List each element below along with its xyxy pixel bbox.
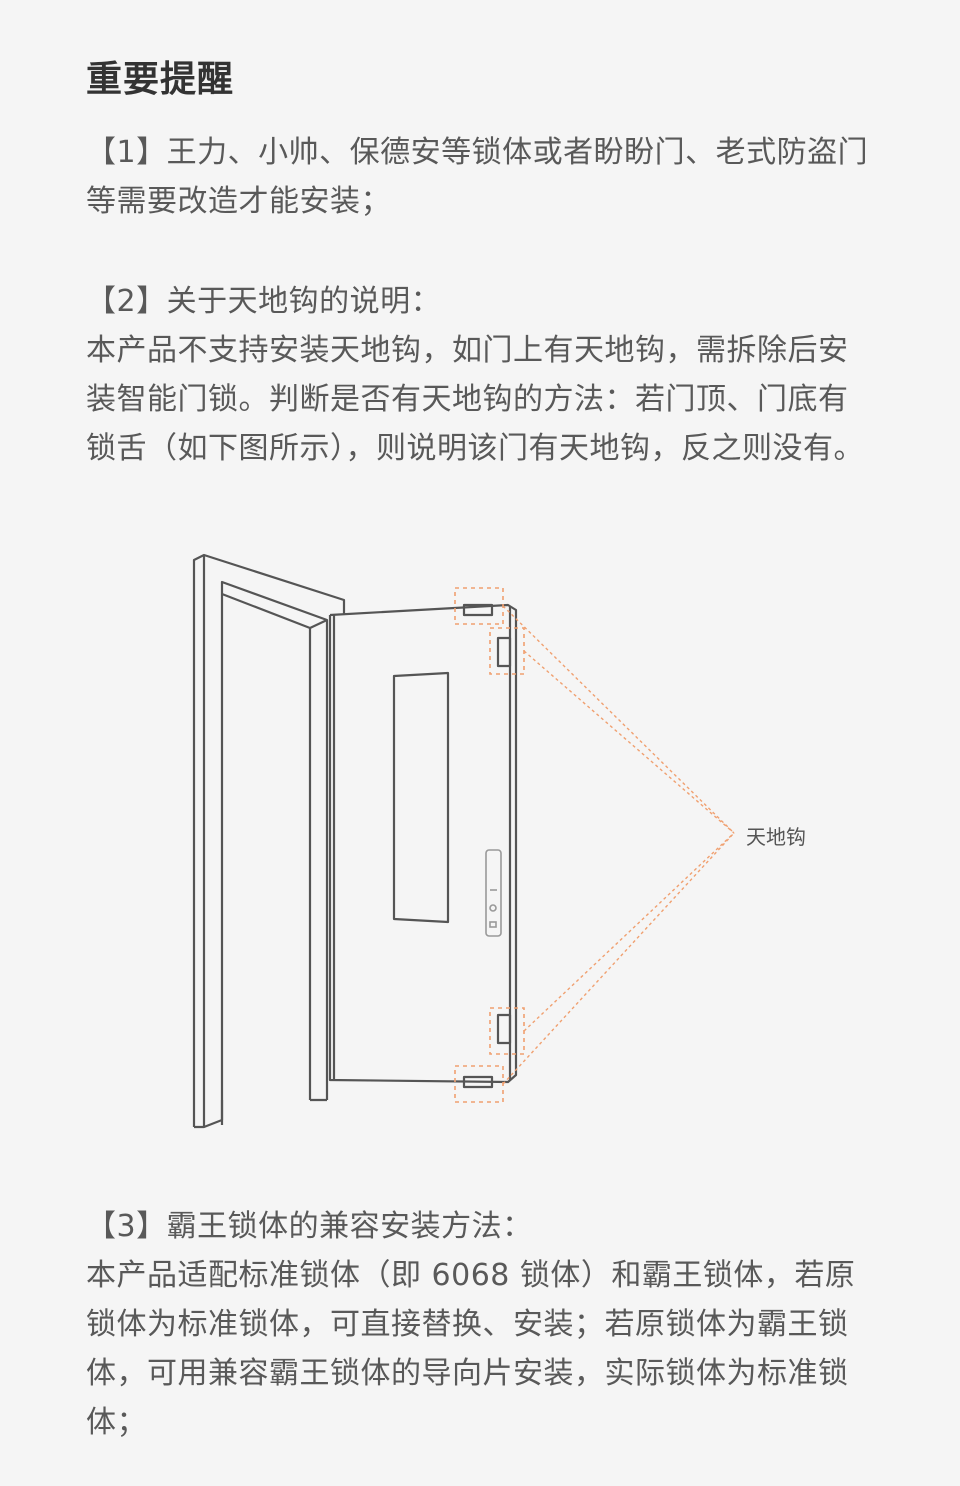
callout-leader-lines (502, 605, 735, 1085)
smart-lock (485, 849, 502, 937)
bottom-bolt (462, 1075, 494, 1089)
note-2-body: 本产品不支持安装天地钩，如门上有天地钩，需拆除后安装智能门锁。判断是否有天地钩的… (86, 333, 864, 466)
lower-side-bolt (496, 1013, 512, 1045)
note-2: 【2】关于天地钩的说明： 本产品不支持安装天地钩，如门上有天地钩，需拆除后安装智… (86, 277, 876, 473)
page-title: 重要提醒 (86, 59, 235, 100)
note-2-heading: 【2】关于天地钩的说明： (86, 284, 442, 319)
upper-side-bolt (496, 636, 512, 668)
note-3-body: 本产品适配标准锁体（即 6068 锁体）和霸王锁体，若原锁体为标准锁体，可直接替… (86, 1258, 856, 1440)
door-diagram (192, 553, 735, 1129)
door-leaf (328, 603, 518, 1084)
callout-label: 天地钩 (746, 825, 806, 849)
bolt-highlights (454, 587, 525, 1103)
top-bolt (462, 603, 494, 617)
note-3: 【3】霸王锁体的兼容安装方法： 本产品适配标准锁体（即 6068 锁体）和霸王锁… (86, 1202, 876, 1447)
note-1: 【1】王力、小帅、保德安等锁体或者盼盼门、老式防盗门等需要改造才能安装； (86, 128, 876, 226)
door-frame (192, 553, 346, 1129)
note-1-text: 【1】王力、小帅、保德安等锁体或者盼盼门、老式防盗门等需要改造才能安装； (86, 135, 869, 219)
door-window (392, 671, 450, 924)
note-3-heading: 【3】霸王锁体的兼容安装方法： (86, 1209, 533, 1244)
